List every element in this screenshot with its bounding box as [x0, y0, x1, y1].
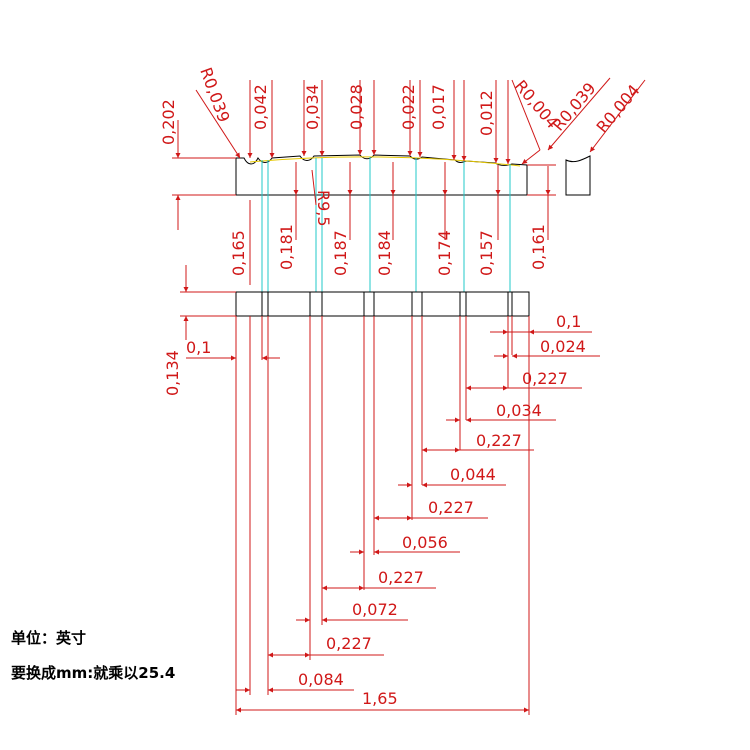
dim-top-height: 0,202 — [159, 99, 178, 145]
dim-radius-right-2: R0,039 — [549, 79, 600, 135]
dim-slot-width-2: 0,034 — [303, 84, 322, 130]
dim-step-11: 0,227 — [326, 634, 372, 653]
dim-depth-3: 0,187 — [331, 230, 350, 276]
dim-slot-width-4: 0,022 — [399, 84, 418, 130]
dim-step-12: 0,084 — [298, 670, 344, 689]
dim-depth-6: 0,157 — [477, 230, 496, 276]
dim-radius-r95: R9,5 — [314, 190, 333, 227]
dim-step-2: 0,024 — [540, 337, 586, 356]
dim-step-9: 0,227 — [378, 568, 424, 587]
dim-step-3: 0,227 — [522, 369, 568, 388]
dim-depth-2: 0,181 — [277, 224, 296, 270]
dim-depth-4: 0,184 — [375, 230, 394, 276]
dim-step-5: 0,227 — [476, 431, 522, 450]
end-piece — [565, 155, 591, 196]
dim-step-1: 0,1 — [556, 312, 581, 331]
dim-total-length: 1,65 — [362, 689, 398, 708]
dim-step-8: 0,056 — [402, 533, 448, 552]
dim-depth-5: 0,174 — [435, 230, 454, 276]
dim-slot-width-1: 0,042 — [251, 84, 270, 130]
dimension-lines — [172, 77, 646, 715]
profile-outline — [235, 154, 528, 196]
dim-step-10: 0,072 — [352, 600, 398, 619]
side-profile — [235, 154, 591, 196]
dim-slot-width-5: 0,017 — [429, 84, 448, 130]
conversion-note: 要换成mm:就乘以25.4 — [11, 664, 176, 682]
dim-bottom-height: 0,134 — [163, 350, 182, 396]
dim-depth-1: 0,165 — [229, 230, 248, 276]
dim-slot-width-6: 0,012 — [477, 90, 496, 136]
slot-lines — [261, 157, 511, 292]
dim-depth-7: 0,161 — [529, 224, 548, 270]
dim-slot-width-3: 0,028 — [347, 84, 366, 130]
dim-radius-left: R0,039 — [196, 65, 233, 125]
dim-step-7: 0,227 — [428, 498, 474, 517]
dim-step-6: 0,044 — [450, 465, 496, 484]
bottom-view — [235, 291, 530, 317]
dim-step-4: 0,034 — [496, 401, 542, 420]
dim-left-offset: 0,1 — [186, 338, 211, 357]
unit-note: 单位：英寸 — [11, 629, 87, 647]
surface-curve — [249, 156, 521, 167]
